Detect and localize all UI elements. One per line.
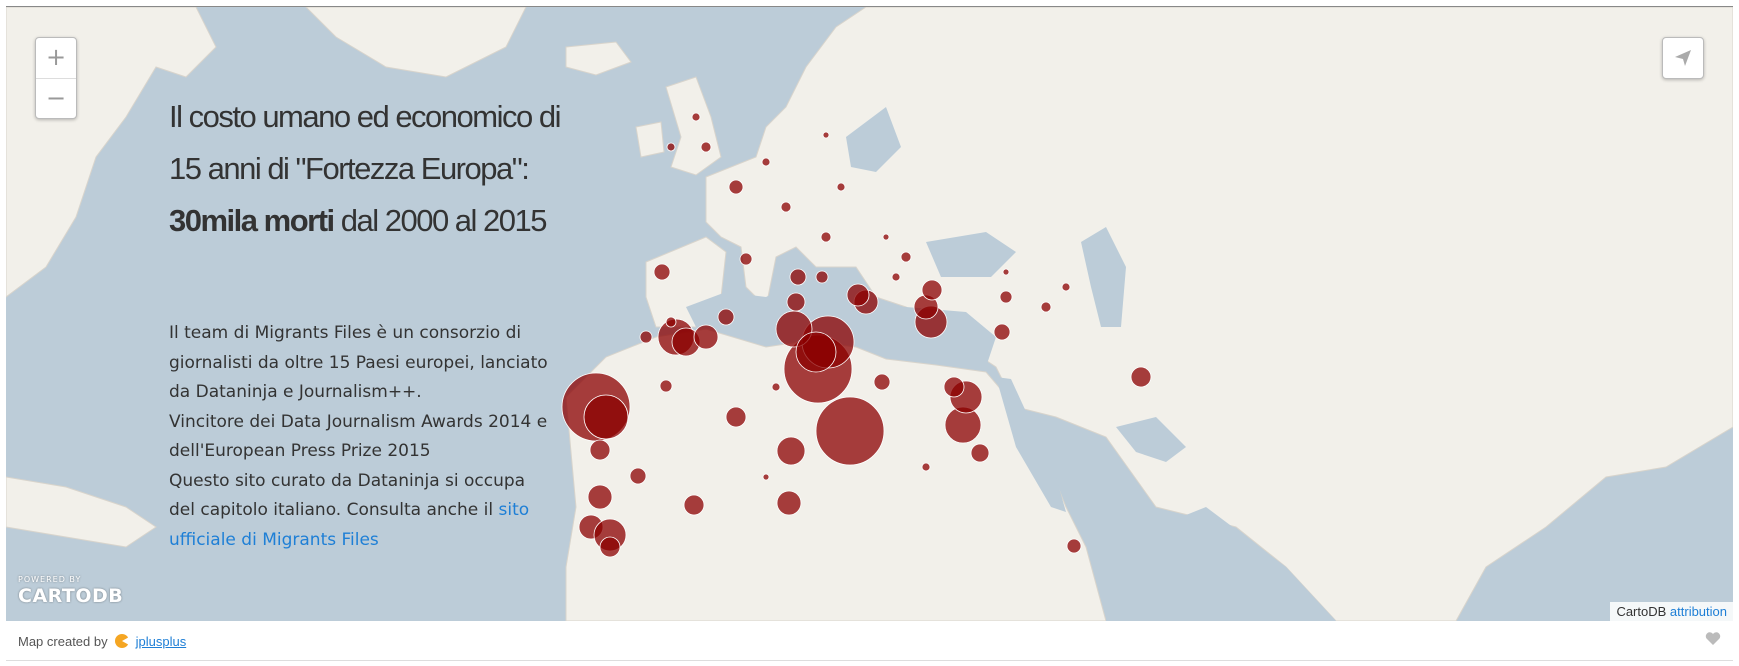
- death-bubble: [815, 396, 885, 466]
- death-bubble: [589, 439, 611, 461]
- created-by-label: Map created by: [18, 633, 108, 649]
- death-bubble: [771, 382, 781, 392]
- water-black-sea: [926, 232, 1016, 277]
- desc-paragraph-3: Questo sito curato da Dataninja si occup…: [169, 467, 549, 556]
- land-caribbean: [6, 476, 157, 548]
- death-bubble: [653, 263, 671, 281]
- share-button[interactable]: [1662, 37, 1704, 79]
- water-persian-gulf: [1116, 417, 1186, 462]
- desc-paragraph-3-text: Questo sito curato da Dataninja si occup…: [169, 470, 526, 521]
- death-bubble: [1040, 301, 1052, 313]
- death-bubble: [739, 252, 753, 266]
- death-bubble: [761, 157, 771, 167]
- basemap: [6, 7, 1733, 621]
- death-bubble: [943, 376, 965, 398]
- death-bubble: [921, 279, 943, 301]
- desc-paragraph-1: Il team di Migrants Files è un consorzio…: [169, 323, 548, 402]
- death-bubble: [822, 131, 830, 139]
- zoom-control: + −: [35, 37, 77, 119]
- death-bubble: [587, 484, 613, 510]
- desc-paragraph-2: Vincitore dei Data Journalism Awards 201…: [169, 411, 548, 462]
- logo-powered-by: POWERED BY: [18, 575, 82, 584]
- death-bubble: [789, 268, 807, 286]
- land-greenland: [305, 7, 527, 78]
- death-bubble: [921, 462, 931, 472]
- death-bubble: [629, 467, 647, 485]
- title-bold: 30mila morti: [169, 203, 335, 238]
- death-bubble: [780, 201, 792, 213]
- land-eurasia: [705, 7, 1733, 621]
- zoom-in-button[interactable]: +: [45, 43, 67, 71]
- attribution-link[interactable]: attribution: [1669, 604, 1727, 619]
- land-iceland: [565, 41, 632, 76]
- zoom-out-button[interactable]: −: [36, 78, 76, 119]
- death-bubble: [683, 494, 705, 516]
- map-title: Il costo umano ed economico di 15 anni d…: [169, 91, 569, 247]
- like-button[interactable]: [1705, 631, 1721, 649]
- death-bubble: [815, 270, 829, 284]
- map-footer: Map created by jplusplus: [6, 621, 1733, 661]
- death-bubble: [993, 323, 1011, 341]
- migrant-deaths-layer: [561, 112, 1152, 558]
- death-bubble: [970, 443, 990, 463]
- death-bubble: [693, 324, 719, 350]
- author-link[interactable]: jplusplus: [135, 633, 187, 649]
- death-bubble: [700, 141, 712, 153]
- death-bubble: [691, 112, 701, 122]
- death-bubble: [1130, 366, 1152, 388]
- official-site-link[interactable]: sito ufficiale di Migrants Files: [169, 500, 530, 550]
- cartodb-logo[interactable]: POWERED BY CARTODB: [18, 575, 123, 607]
- heart-icon: [1705, 632, 1721, 645]
- death-bubble: [599, 536, 621, 558]
- map-container[interactable]: + − Il costo umano ed economico di 15 an…: [6, 6, 1733, 621]
- attribution: CartoDB attribution: [1610, 602, 1733, 621]
- death-bubble: [873, 373, 891, 391]
- death-bubble: [717, 308, 735, 326]
- death-bubble: [836, 182, 846, 192]
- title-part-1: Il costo umano ed economico di 15 anni d…: [169, 99, 561, 186]
- death-bubble: [659, 379, 673, 393]
- death-bubble: [891, 272, 901, 282]
- map-credit: Map created by jplusplus: [18, 633, 186, 649]
- death-bubble: [786, 292, 806, 312]
- water-caspian: [1081, 227, 1126, 327]
- death-bubble: [795, 331, 837, 373]
- death-bubble: [762, 473, 770, 481]
- death-bubble: [882, 233, 890, 241]
- death-bubble: [665, 316, 677, 328]
- water-red-sea: [996, 377, 1066, 512]
- death-bubble: [776, 490, 802, 516]
- death-bubble: [900, 251, 912, 263]
- title-part-2: dal 2000 al 2015: [333, 203, 548, 238]
- death-bubble: [728, 179, 744, 195]
- death-bubble: [725, 406, 747, 428]
- water-arabian-sea: [1106, 507, 1336, 621]
- death-bubble: [1061, 282, 1071, 292]
- death-bubble: [639, 330, 653, 344]
- attribution-text: CartoDB: [1616, 604, 1670, 619]
- death-bubble: [583, 394, 629, 440]
- death-bubble: [999, 290, 1013, 304]
- death-bubble: [846, 283, 870, 307]
- death-bubble: [666, 142, 676, 152]
- water-baltic: [846, 107, 901, 172]
- land-ireland: [635, 121, 665, 158]
- death-bubble: [776, 436, 806, 466]
- death-bubble: [1002, 268, 1010, 276]
- paper-plane-icon: [1675, 50, 1691, 66]
- death-bubble: [1066, 538, 1082, 554]
- death-bubble: [820, 231, 832, 243]
- user-avatar-icon: [114, 634, 129, 648]
- logo-cartodb: CARTODB: [18, 585, 124, 607]
- map-description: Il team di Migrants Files è un consorzio…: [169, 319, 549, 555]
